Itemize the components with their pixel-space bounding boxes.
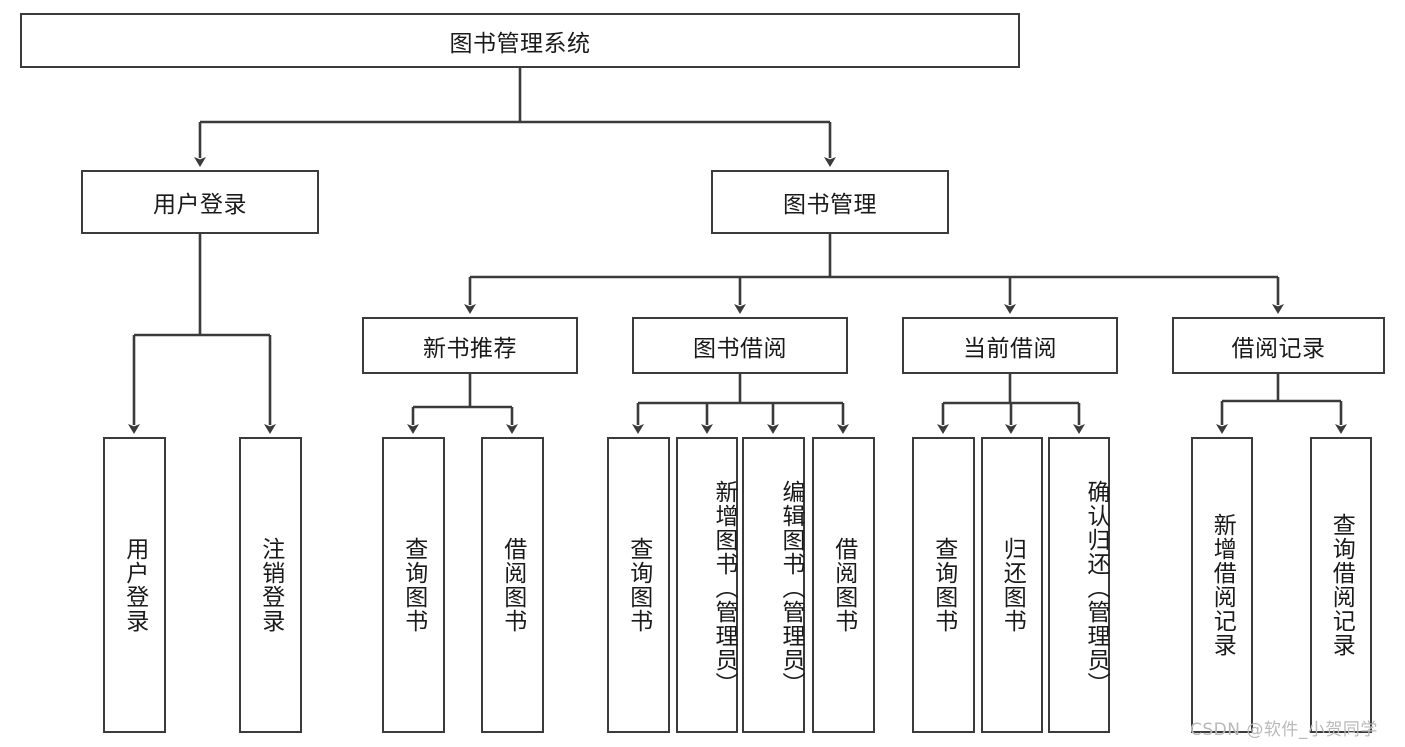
leaf-borrow-edit-book-admin[interactable]: 编辑图书（管理员） bbox=[742, 437, 805, 733]
leaf-record-add-record[interactable]: 新增借阅记录 bbox=[1191, 437, 1253, 733]
leaf-user-login-logout[interactable]: 注销登录 bbox=[239, 437, 302, 733]
leaf-current-query-book[interactable]: 查询图书 bbox=[912, 437, 975, 733]
node-book-borrow[interactable]: 图书借阅 bbox=[632, 317, 848, 374]
leaf-borrow-query-book[interactable]: 查询图书 bbox=[607, 437, 670, 733]
leaf-current-return-book[interactable]: 归还图书 bbox=[981, 437, 1043, 733]
node-current-borrow[interactable]: 当前借阅 bbox=[902, 317, 1118, 374]
node-new-book-recommend[interactable]: 新书推荐 bbox=[362, 317, 578, 374]
leaf-recommend-query-book[interactable]: 查询图书 bbox=[382, 437, 445, 733]
node-user-login[interactable]: 用户登录 bbox=[81, 170, 319, 234]
node-book-management[interactable]: 图书管理 bbox=[711, 170, 949, 234]
leaf-record-query-record[interactable]: 查询借阅记录 bbox=[1310, 437, 1372, 733]
node-borrow-record[interactable]: 借阅记录 bbox=[1172, 317, 1385, 374]
leaf-borrow-add-book-admin[interactable]: 新增图书（管理员） bbox=[676, 437, 738, 733]
csdn-watermark: CSDN @软件_小贺同学 bbox=[1190, 720, 1378, 740]
leaf-recommend-borrow-book[interactable]: 借阅图书 bbox=[481, 437, 544, 733]
node-root-system[interactable]: 图书管理系统 bbox=[20, 13, 1020, 68]
leaf-current-confirm-return-admin[interactable]: 确认归还（管理员） bbox=[1048, 437, 1110, 733]
leaf-user-login-login[interactable]: 用户登录 bbox=[103, 437, 166, 733]
leaf-borrow-borrow-book[interactable]: 借阅图书 bbox=[812, 437, 875, 733]
